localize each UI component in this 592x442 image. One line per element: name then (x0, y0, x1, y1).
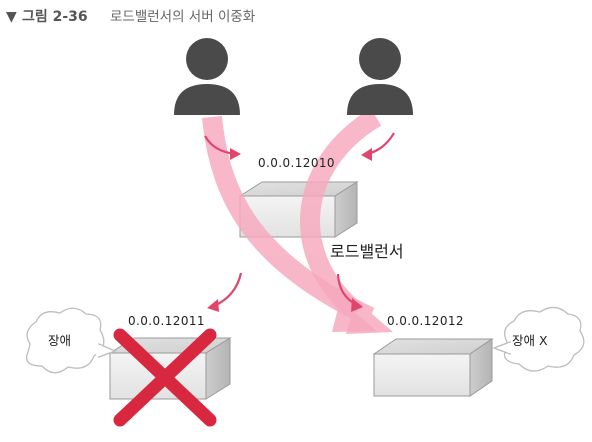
cloud-callout-healthy (492, 306, 585, 372)
load-balancer-label: 로드밸런서 (330, 242, 404, 261)
fail-x-icon (113, 328, 217, 427)
cloud-callout-failed (25, 307, 117, 374)
callout-text-failed: 장애 (48, 333, 71, 348)
caption-title: 로드밸런서의 서버 이중화 (110, 9, 255, 25)
small-arrow-right-to-lb (361, 132, 395, 161)
flow-arrow-right-user (300, 108, 382, 332)
caption-marker: ▼ (6, 9, 17, 25)
load-balancer-ip: 0.0.0.12010 (258, 156, 335, 170)
caption-number: 그림 2-36 (22, 9, 88, 25)
callout-text-healthy: 장애 X (512, 333, 548, 348)
user-icon (347, 38, 413, 115)
small-arrow-left-to-lb (204, 135, 241, 160)
server-box-healthy (372, 338, 494, 397)
small-arrow-lb-to-healthy (336, 273, 363, 312)
server-ip-failed: 0.0.0.12011 (128, 314, 205, 328)
server-ip-healthy: 0.0.0.12012 (387, 314, 464, 328)
small-arrow-lb-to-failed (207, 272, 243, 312)
user-icon (174, 38, 240, 115)
figure-caption: ▼ 그림 2-36 로드밸런서의 서버 이중화 (6, 9, 255, 25)
